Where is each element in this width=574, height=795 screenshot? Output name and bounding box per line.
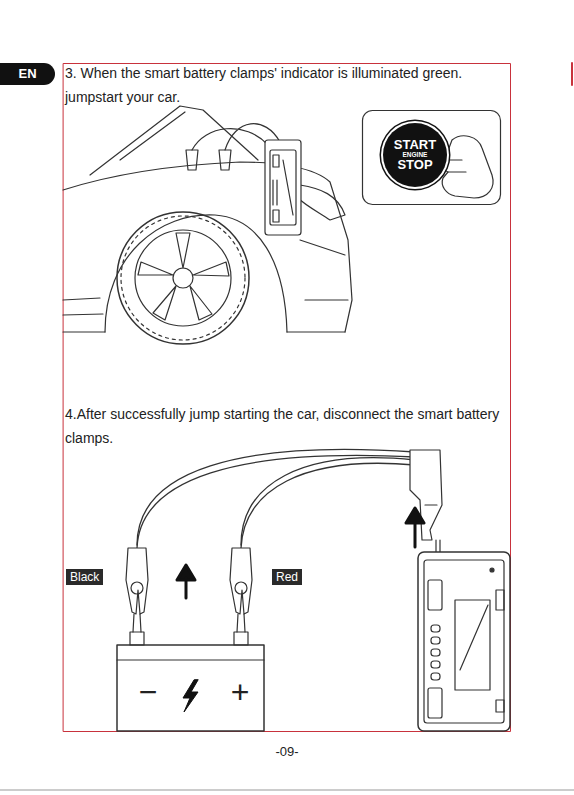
illustration-part [428,580,442,610]
illustration-part [126,548,148,614]
polarity-sign: − [128,674,168,710]
illustration-part [241,458,415,545]
illustration-part [455,600,490,690]
illustration-part [183,680,198,712]
illustration-part [130,632,144,645]
illustration-part [490,568,494,572]
illustration-part [428,688,442,718]
illustration-part [63,331,345,332]
illustration-part [425,504,437,505]
illustration-part [190,286,212,320]
illustration-part [300,240,348,300]
illustration-part [273,210,279,222]
illustration-part [193,262,229,276]
illustration-part [431,673,440,680]
illustration-part [137,455,415,548]
node-text: Black [70,570,99,584]
node-text: ENGINE [403,152,428,159]
up-arrow [177,565,195,598]
illustration-part [273,155,279,167]
illustration-part [117,645,264,731]
illustration-part [121,216,245,340]
illustration-part [234,632,248,645]
illustration-part [448,160,466,172]
illustration-part [153,286,176,320]
car-drawing [63,106,352,344]
illustration-part [431,625,440,632]
illustration-part [131,582,143,594]
node-text: EN [18,66,36,81]
illustration-part [237,614,245,632]
up-arrow [406,508,424,547]
illustration-part [133,614,141,632]
illustration-part [424,560,504,723]
illustration-part [298,185,345,220]
page-number: -09- [247,744,327,760]
illustration-part [173,268,193,288]
language-tab: EN [0,63,55,85]
wheel-spokes [138,233,229,320]
illustration-part [176,233,190,268]
illustration-part [235,582,247,594]
illustration-part [120,112,185,160]
edge-mark [571,63,573,85]
illustration-part [117,659,264,660]
clamp-color-tag: Red [272,569,302,585]
illustration-part [435,540,436,552]
illustration-part [138,262,173,275]
illustration-part [63,162,352,332]
illustration-part [431,649,440,656]
illustration-part [363,111,501,205]
illustration-part [270,150,296,225]
illustration-part [496,590,504,712]
start-button-panel [363,111,501,205]
illustration-part [273,160,293,215]
illustration-part [186,150,231,170]
illustration-part [230,548,252,614]
illustration-part [418,552,510,731]
illustration-part [90,106,258,175]
step-text: 4.After successfully jump starting the c… [65,402,511,450]
battery-clamps [126,548,252,632]
illustration-part [439,540,440,552]
cables [137,449,415,548]
illustration-part [431,637,440,644]
illustration-part [63,298,103,315]
start-button: STARTENGINESTOP [383,123,447,187]
illustration-part [442,136,493,198]
battery [117,632,264,731]
clamp-color-tag: Black [66,569,103,585]
illustration-part [117,212,249,344]
polarity-sign: + [220,674,260,710]
illustration-part [265,140,301,235]
illustration-part [135,230,231,326]
page-frame [64,64,511,732]
node-text: STOP [397,158,432,172]
jump-starter [418,552,510,731]
illustration-part [241,463,415,548]
node-text: Red [276,570,298,584]
node-text: START [394,138,436,152]
step-text: 3. When the smart battery clamps' indica… [65,61,505,109]
illustration-part [431,661,440,668]
bottom-rule [0,790,574,791]
